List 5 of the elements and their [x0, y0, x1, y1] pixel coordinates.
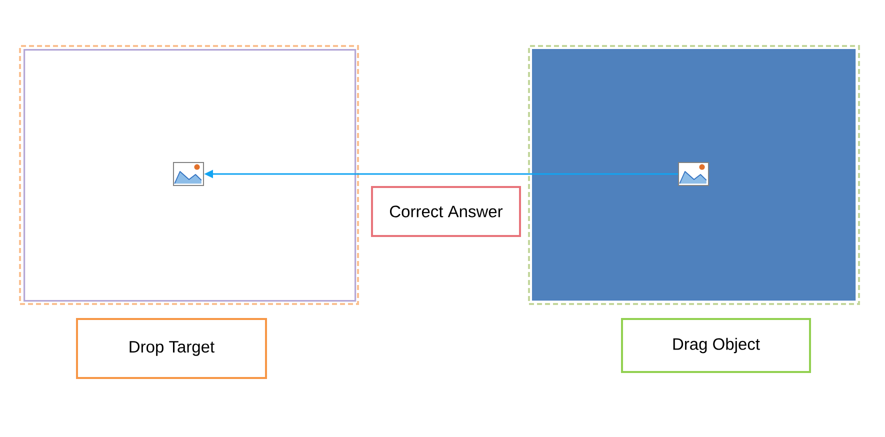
image-icon [678, 162, 709, 186]
label-box: Drag Object [621, 318, 811, 373]
image-icon [173, 162, 204, 186]
label-box: Drop Target [76, 318, 267, 379]
label-box: Correct Answer [371, 186, 521, 237]
